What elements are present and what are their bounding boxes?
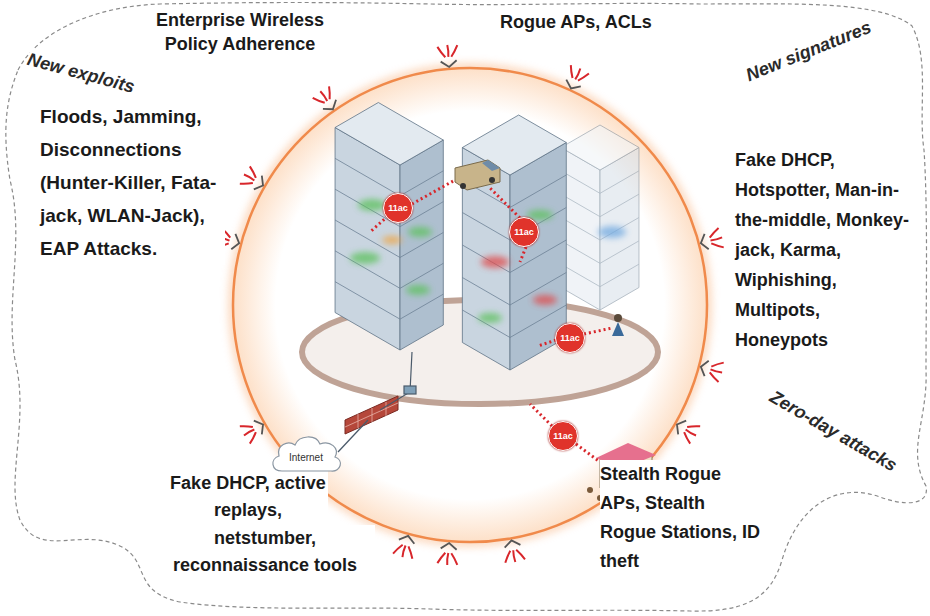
badge-text: 11ac [514,227,534,237]
attack-label: netstumber, reconnaissance tools [155,525,375,579]
zone-label: New exploits [25,48,137,98]
attack-arrow [239,416,268,444]
red-arrow [240,421,253,433]
red-arrow [320,91,327,101]
zone-label: Zero-day attacks [766,386,901,477]
red-arrow [393,543,403,555]
chevron [231,234,241,251]
red-arrow [323,86,335,99]
chevron [399,534,416,544]
chevron [564,80,581,92]
attack-arrow [393,533,418,559]
standard-badge: 11ac [548,421,578,451]
red-arrow [450,553,458,565]
red-arrow [406,546,416,558]
badge-text: 11ac [388,203,408,213]
red-arrow [447,553,449,565]
chevron [254,418,267,435]
building [561,125,639,310]
badge-text: 11ac [560,333,580,343]
chevron [504,539,521,548]
attack-arrow [672,416,701,444]
attack-arrow [698,228,724,253]
red-arrow [437,46,445,58]
chevron [323,100,340,114]
red-arrow [246,432,259,444]
red-arrow [711,237,723,241]
red-arrow [578,71,589,84]
red-arrow [450,45,458,57]
attack-label: Fake DHCP, Hotspotter, Man-in-the-middle… [735,145,915,355]
wireless-links [370,180,612,462]
attack-arrow [698,357,724,382]
red-arrow [402,545,406,557]
red-arrow [710,369,722,373]
chevron [673,418,686,435]
standard-badge: 11ac [509,217,539,247]
attack-label: Fake DHCP, active replays, [168,470,328,524]
red-arrow [711,241,723,251]
chevron [699,359,709,376]
red-arrow [575,68,581,79]
attack-arrow [239,166,268,194]
threat-boundary [6,3,927,612]
zone-label: New signatures [743,16,875,86]
attack-label: Enterprise Wireless Policy Adherence [135,8,345,56]
red-arrow [244,174,255,180]
attack-arrow [437,44,459,68]
attack-arrow [562,64,589,92]
chevron [441,60,457,67]
building [462,115,566,370]
red-arrow [566,65,577,78]
attack-arrow [437,542,459,566]
red-arrow [516,548,525,560]
building [335,103,443,351]
red-arrow [503,551,512,563]
attack-label: Rogue APs, ACLs [500,10,700,34]
chevron [699,234,709,251]
van-icon [455,160,500,190]
attack-label: Stealth Rogue APs, Stealth Rogue Station… [600,460,765,576]
red-arrow [513,550,516,562]
red-arrow [240,178,253,190]
red-arrow [711,360,723,370]
person-icon [612,314,624,336]
red-arrow [708,372,720,382]
red-arrow [447,45,449,57]
internet-cloud: Internet [268,431,344,477]
badge-text: 11ac [553,431,573,441]
attack-arrow [502,539,526,564]
standard-badge: 11ac [555,323,585,353]
attack-arrow [312,85,341,114]
chevron [441,542,457,549]
red-arrow [244,429,255,435]
red-arrow [681,432,694,444]
chevron [254,176,267,193]
red-arrow [708,228,720,238]
buildings [335,103,639,371]
red-arrow [687,421,700,433]
red-arrow [437,552,445,564]
red-arrow [685,430,696,436]
cloud-text: Internet [289,452,323,463]
attack-label: Floods, Jamming, Disconnections (Hunter-… [40,100,225,265]
network-wires [338,352,416,452]
standard-badge: 11ac [383,193,413,223]
firewall-wall [345,396,398,434]
red-arrow [246,166,259,178]
